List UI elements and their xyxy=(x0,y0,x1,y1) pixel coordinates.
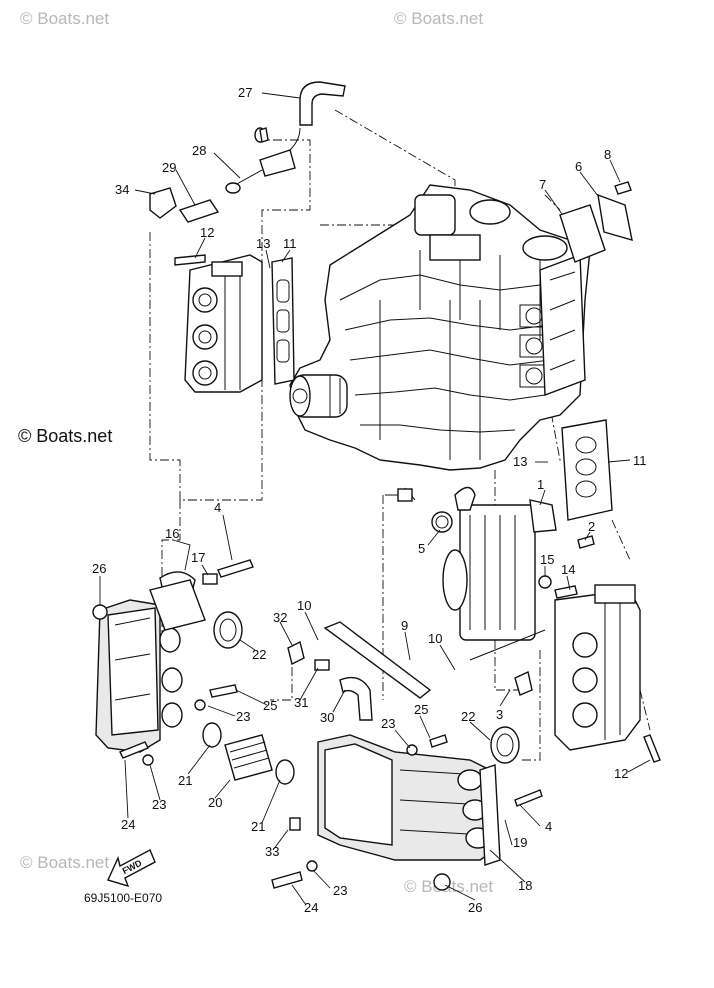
callout-29: 29 xyxy=(162,160,176,175)
callout-2: 2 xyxy=(588,519,595,534)
callout-21-a: 21 xyxy=(178,773,192,788)
fasteners xyxy=(92,127,661,891)
callout-23-a: 23 xyxy=(236,709,250,724)
callout-33: 33 xyxy=(265,844,279,859)
callout-4-right: 4 xyxy=(545,819,552,834)
callout-19: 19 xyxy=(513,835,527,850)
callout-27: 27 xyxy=(238,85,252,100)
callout-26-bottom: 26 xyxy=(468,900,482,915)
callout-26-left: 26 xyxy=(92,561,106,576)
watermark-bottom-left: © Boats.net xyxy=(20,853,109,872)
watermark-side: © Boats.net xyxy=(18,426,113,446)
callout-7: 7 xyxy=(539,177,546,192)
callout-17: 17 xyxy=(191,550,205,565)
cover-plate-right xyxy=(559,181,633,263)
callout-20: 20 xyxy=(208,795,222,810)
callout-31: 31 xyxy=(294,695,308,710)
callout-24-left: 24 xyxy=(121,817,135,832)
intake-ducts xyxy=(202,611,520,785)
callout-23-b: 23 xyxy=(152,797,166,812)
callout-25-left: 25 xyxy=(263,698,277,713)
callout-15: 15 xyxy=(540,552,554,567)
callout-6: 6 xyxy=(575,159,582,174)
breather-hoses xyxy=(149,81,346,223)
callout-12-top: 12 xyxy=(200,225,214,240)
callout-11-top: 11 xyxy=(283,236,297,251)
callout-16: 16 xyxy=(165,526,179,541)
callout-leaders xyxy=(99,92,651,906)
callout-8: 8 xyxy=(604,147,611,162)
callout-23-d: 23 xyxy=(381,716,395,731)
callout-28: 28 xyxy=(192,143,206,158)
callout-9: 9 xyxy=(401,618,408,633)
callout-labels: 27 28 29 34 12 13 11 7 6 8 13 11 1 2 5 1… xyxy=(92,85,647,915)
callout-23-c: 23 xyxy=(333,883,347,898)
lower-right-throttle-body xyxy=(554,584,641,751)
callout-3: 3 xyxy=(496,707,503,722)
callout-22-left: 22 xyxy=(252,647,266,662)
callout-12-bottom: 12 xyxy=(614,766,628,781)
silencer-main xyxy=(317,734,501,866)
callout-18: 18 xyxy=(518,878,532,893)
fuel-vapor-separator xyxy=(385,486,557,641)
diagram-code: 69J5100-E070 xyxy=(84,891,163,905)
callout-4-left: 4 xyxy=(214,500,221,515)
watermark-top-right: © Boats.net xyxy=(394,9,483,28)
callout-32: 32 xyxy=(273,610,287,625)
silencer-left xyxy=(95,571,206,753)
callout-25-right: 25 xyxy=(414,702,428,717)
callout-22-right: 22 xyxy=(461,709,475,724)
gasket-upper xyxy=(271,257,295,385)
callout-30: 30 xyxy=(320,710,334,725)
callout-21-b: 21 xyxy=(251,819,265,834)
gasket-right xyxy=(561,419,613,521)
fwd-arrow: FWD xyxy=(107,849,156,888)
callout-34: 34 xyxy=(115,182,129,197)
callout-13-top: 13 xyxy=(256,236,270,251)
engine-block xyxy=(289,184,591,471)
upper-throttle-body xyxy=(184,254,263,393)
callout-5: 5 xyxy=(418,541,425,556)
callout-10-right: 10 xyxy=(428,631,442,646)
callout-10-left: 10 xyxy=(297,598,311,613)
callout-13-right: 13 xyxy=(513,454,527,469)
callout-24-bottom: 24 xyxy=(304,900,318,915)
callout-1: 1 xyxy=(537,477,544,492)
callout-14: 14 xyxy=(561,562,575,577)
callout-11-right: 11 xyxy=(633,453,647,468)
watermark-top-left: © Boats.net xyxy=(20,9,109,28)
vent-hoses xyxy=(287,621,546,721)
